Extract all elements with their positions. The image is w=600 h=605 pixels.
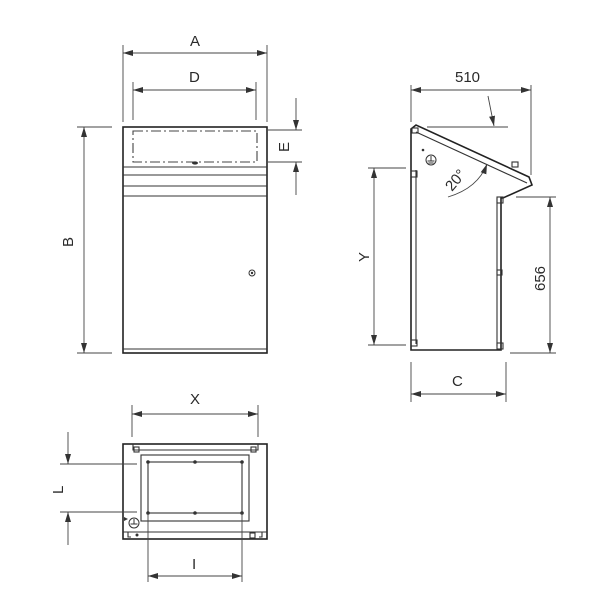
side-view: 20° <box>368 85 556 402</box>
dim-label-l: L <box>50 486 67 494</box>
dim-label-656: 656 <box>532 266 549 291</box>
earth-ground-icon-bottom <box>128 517 140 529</box>
earth-ground-icon <box>425 154 437 166</box>
angle-label: 20° <box>442 166 470 194</box>
dim-label-x: X <box>190 391 200 408</box>
bottom-view <box>60 405 268 582</box>
dim-label-y: Y <box>356 252 373 262</box>
front-view <box>77 45 302 354</box>
dim-label-d: D <box>189 69 200 86</box>
dim-label-a: A <box>190 33 200 50</box>
dim-label-i: I <box>192 556 196 573</box>
lock-icon <box>248 269 256 277</box>
dim-label-e: E <box>276 142 293 152</box>
dim-label-510: 510 <box>455 69 480 86</box>
dim-label-b: B <box>60 237 77 247</box>
dim-label-c: C <box>452 373 463 390</box>
